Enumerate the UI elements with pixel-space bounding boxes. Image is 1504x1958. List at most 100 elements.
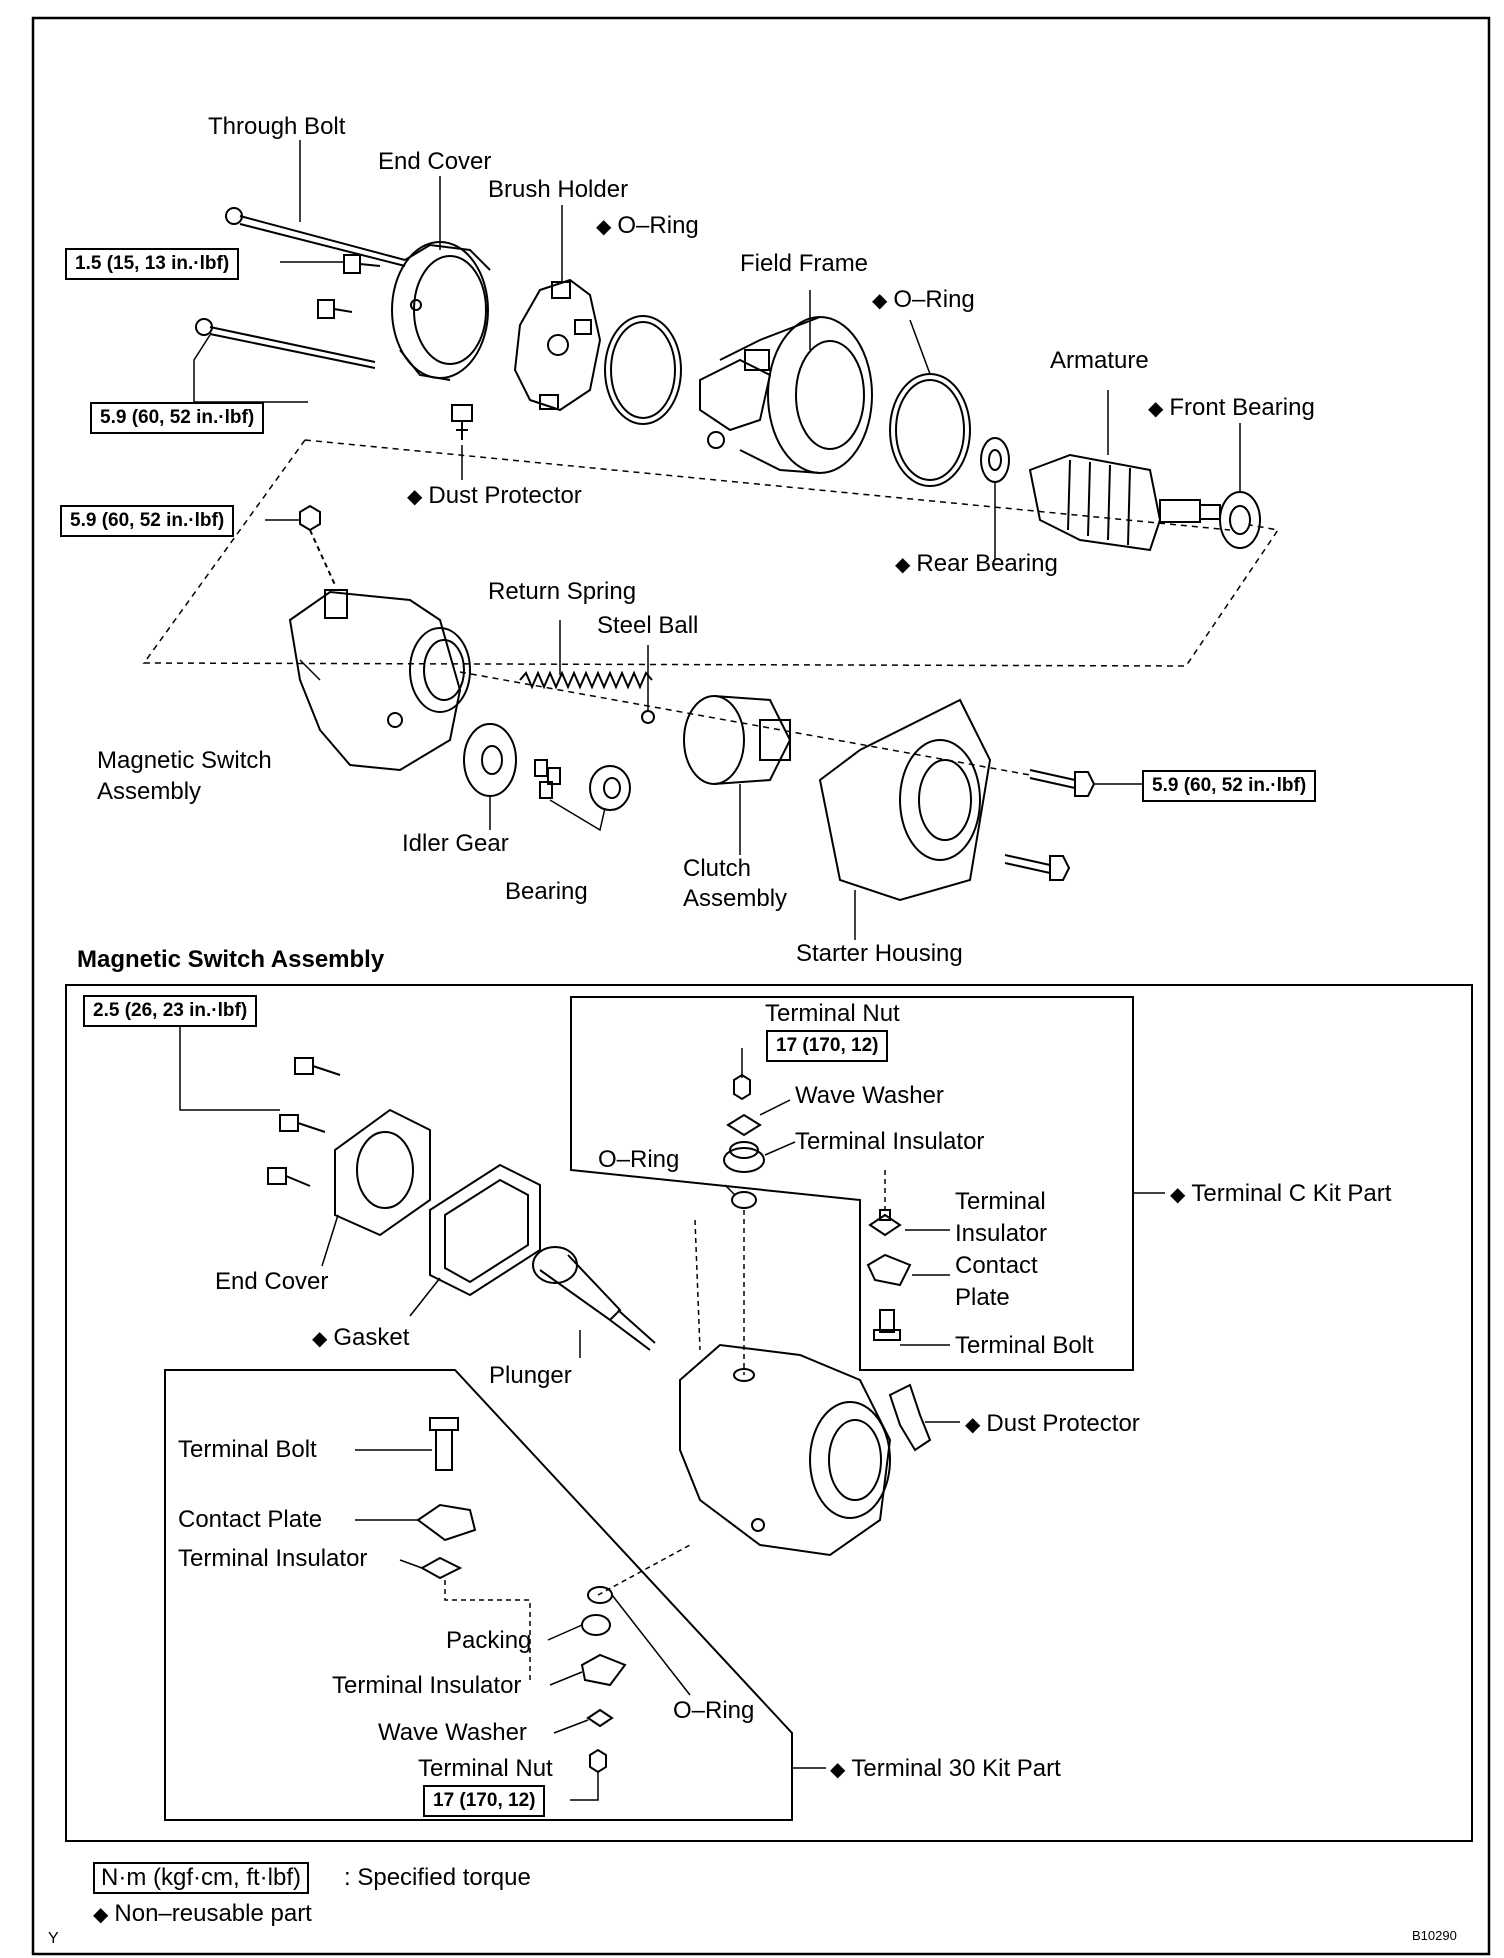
label-kit-30-terminal-nut: Terminal Nut bbox=[418, 1755, 553, 1782]
diamond-icon: ◆ bbox=[596, 216, 612, 238]
label-kit-c-insulator-2b: Insulator bbox=[955, 1220, 1048, 1247]
label-kit-30-terminal-insulator-2: Terminal Insulator bbox=[332, 1672, 522, 1699]
torque-box-end-cover: 2.5 (26, 23 in.·lbf) bbox=[83, 995, 258, 1027]
label-magnetic-switch-1: Magnetic Switch bbox=[97, 747, 272, 774]
diamond-icon: ◆ bbox=[407, 486, 423, 508]
label-field-frame: Field Frame bbox=[740, 250, 869, 277]
label-rear-bearing: ◆Rear Bearing bbox=[895, 550, 1058, 577]
label-brush-holder: Brush Holder bbox=[488, 176, 629, 203]
label-starter-housing: Starter Housing bbox=[796, 940, 963, 967]
label-kit-c-terminal-nut: Terminal Nut bbox=[765, 1000, 900, 1027]
gasket-part bbox=[429, 1163, 541, 1297]
bearing-part bbox=[534, 759, 631, 811]
plunger-part bbox=[532, 1246, 656, 1351]
diamond-icon: ◆ bbox=[1148, 398, 1164, 420]
label-kit-c-contact-b: Plate bbox=[955, 1284, 1010, 1311]
label-front-bearing: ◆Front Bearing bbox=[1148, 394, 1315, 421]
dust-protector-upper bbox=[451, 404, 473, 440]
label-kit-c: ◆Terminal C Kit Part bbox=[1170, 1180, 1392, 1207]
outer-frame bbox=[31, 16, 1491, 1956]
lower-end-cover-part bbox=[334, 1108, 431, 1237]
steel-ball-part bbox=[641, 710, 655, 724]
label-kit-c-o-ring: O–Ring bbox=[598, 1146, 680, 1173]
section-frame bbox=[65, 984, 1473, 1842]
kit-c-parts bbox=[723, 1073, 912, 1341]
figure-id: B10290 bbox=[1412, 1928, 1457, 1943]
label-kit-c-terminal-bolt: Terminal Bolt bbox=[955, 1332, 1094, 1359]
label-kit-c-wave-washer: Wave Washer bbox=[795, 1082, 944, 1109]
starter-housing-part bbox=[818, 698, 992, 902]
rear-bearing-part bbox=[980, 437, 1010, 483]
legend-specified-torque: : Specified torque bbox=[344, 1864, 531, 1891]
label-return-spring: Return Spring bbox=[488, 578, 637, 605]
lower-end-cover-screws bbox=[267, 1057, 341, 1187]
switch-body-part bbox=[679, 1343, 892, 1557]
legend-non-reusable: ◆Non–reusable part bbox=[93, 1900, 312, 1927]
label-lower-end-cover: End Cover bbox=[215, 1268, 329, 1295]
label-o-ring-1: ◆O–Ring bbox=[596, 212, 699, 239]
leader-lines bbox=[179, 140, 1241, 1801]
diamond-icon: ◆ bbox=[1170, 1184, 1186, 1206]
through-bolt-bottom bbox=[195, 318, 376, 369]
torque-box-2: 5.9 (60, 52 in.·lbf) bbox=[90, 402, 265, 434]
torque-box-kit-c: 17 (170, 12) bbox=[766, 1030, 889, 1062]
front-bearing-part bbox=[1219, 491, 1261, 549]
label-o-ring-2: ◆O–Ring bbox=[872, 286, 975, 313]
label-kit-c-contact-a: Contact bbox=[955, 1252, 1038, 1279]
label-kit-c-insulator-2a: Terminal bbox=[955, 1188, 1046, 1215]
label-gasket: ◆Gasket bbox=[312, 1324, 410, 1351]
label-kit-c-terminal-insulator: Terminal Insulator bbox=[795, 1128, 985, 1155]
kit-30-parts bbox=[416, 1417, 627, 1774]
brush-holder-part bbox=[513, 278, 602, 412]
housing-bolts bbox=[1004, 769, 1096, 881]
label-kit-30: ◆Terminal 30 Kit Part bbox=[830, 1755, 1061, 1782]
diamond-icon: ◆ bbox=[93, 1904, 109, 1926]
armature-part bbox=[1028, 453, 1221, 552]
idler-gear-part bbox=[463, 723, 517, 797]
label-kit-30-contact-plate: Contact Plate bbox=[178, 1506, 323, 1533]
dust-protector-lower bbox=[888, 1383, 932, 1452]
label-kit-30-terminal-insulator: Terminal Insulator bbox=[178, 1545, 368, 1572]
label-through-bolt: Through Bolt bbox=[208, 113, 346, 140]
torque-box-3: 5.9 (60, 52 in.·lbf) bbox=[60, 505, 235, 537]
label-armature: Armature bbox=[1050, 347, 1149, 374]
end-cover-part bbox=[391, 241, 491, 381]
label-kit-30-wave-washer: Wave Washer bbox=[378, 1719, 527, 1746]
diamond-icon: ◆ bbox=[895, 554, 911, 576]
label-clutch-2: Assembly bbox=[683, 885, 788, 912]
torque-box-4: 5.9 (60, 52 in.·lbf) bbox=[1142, 770, 1317, 802]
legend-units-box: N·m (kgf·cm, ft·lbf) bbox=[93, 1862, 309, 1894]
label-dust-protector-upper: ◆Dust Protector bbox=[407, 482, 582, 509]
label-clutch-1: Clutch bbox=[683, 855, 752, 882]
section-title: Magnetic Switch Assembly bbox=[77, 946, 385, 973]
label-kit-30-terminal-bolt: Terminal Bolt bbox=[178, 1436, 317, 1463]
return-spring-part bbox=[519, 670, 653, 690]
o-ring-upper-1 bbox=[604, 315, 682, 425]
diamond-icon: ◆ bbox=[965, 1414, 981, 1436]
label-magnetic-switch-2: Assembly bbox=[97, 778, 202, 805]
clutch-assembly-part bbox=[683, 695, 792, 785]
kit-c-frame bbox=[570, 996, 1134, 1371]
label-steel-ball: Steel Ball bbox=[597, 612, 699, 639]
alignment-dashed-line bbox=[142, 439, 1280, 667]
label-kit-30-packing: Packing bbox=[446, 1627, 532, 1654]
diamond-icon: ◆ bbox=[872, 290, 888, 312]
label-kit-30-o-ring: O–Ring bbox=[673, 1697, 755, 1724]
o-ring-upper-2 bbox=[889, 373, 971, 487]
kit-30-frame bbox=[164, 1369, 793, 1821]
label-end-cover: End Cover bbox=[378, 148, 492, 175]
label-plunger: Plunger bbox=[489, 1362, 572, 1389]
magnetic-switch-nut bbox=[299, 504, 336, 586]
label-bearing: Bearing bbox=[505, 878, 588, 905]
diamond-icon: ◆ bbox=[830, 1759, 846, 1781]
field-frame-part bbox=[699, 316, 873, 474]
end-cover-screws bbox=[317, 254, 381, 319]
diamond-icon: ◆ bbox=[312, 1328, 328, 1350]
torque-box-kit-30: 17 (170, 12) bbox=[423, 1785, 546, 1817]
label-dust-protector-lower: ◆Dust Protector bbox=[965, 1410, 1140, 1437]
magnetic-switch-part bbox=[288, 589, 471, 772]
label-idler-gear: Idler Gear bbox=[402, 830, 509, 857]
torque-box-1: 1.5 (15, 13 in.·lbf) bbox=[65, 248, 240, 280]
